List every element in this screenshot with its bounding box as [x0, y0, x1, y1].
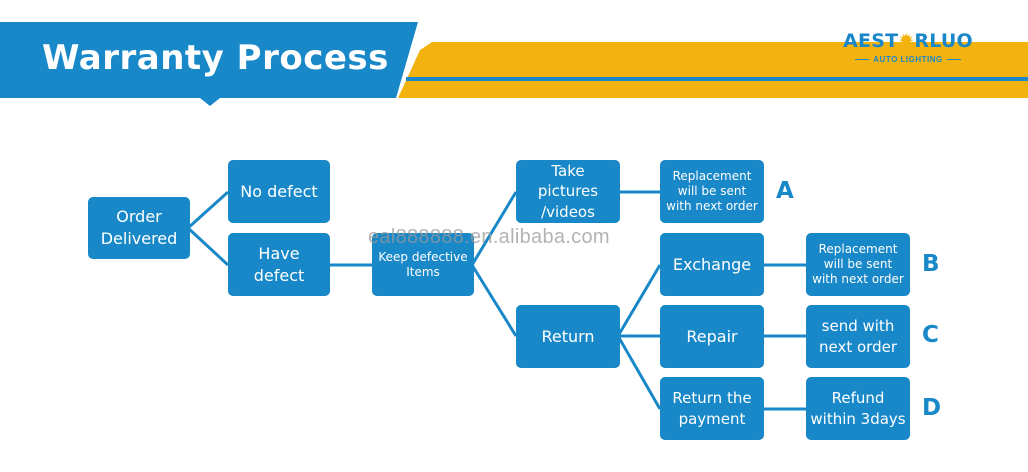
sun-icon: ✹	[898, 30, 915, 52]
node-return-payment: Return the payment	[660, 377, 764, 440]
node-repair: Repair	[660, 305, 764, 368]
node-exchange: Exchange	[660, 233, 764, 296]
brand-logo: AEST✹RLUO AUTO LIGHTING	[843, 30, 973, 64]
page-title: Warranty Process	[42, 38, 389, 78]
node-send-next-order: send with next order	[806, 305, 910, 368]
outcome-letter-b: B	[922, 251, 940, 277]
watermark: eal888888.en.alibaba.com	[368, 226, 610, 248]
outcome-letter-a: A	[776, 178, 794, 204]
node-take-pictures: Take pictures /videos	[516, 160, 620, 223]
node-keep-defective-items: Keep defective Items	[372, 233, 474, 296]
node-refund: Refund within 3days	[806, 377, 910, 440]
node-replacement-b: Replacement will be sent with next order	[806, 233, 910, 296]
node-order-delivered: Order Delivered	[88, 197, 190, 259]
header-banner	[0, 22, 1028, 106]
outcome-letter-d: D	[922, 395, 942, 421]
logo-subtitle: AUTO LIGHTING	[873, 55, 943, 64]
node-return: Return	[516, 305, 620, 368]
node-have-defect: Have defect	[228, 233, 330, 296]
node-replacement-a: Replacement will be sent with next order	[660, 160, 764, 223]
outcome-letter-c: C	[922, 322, 939, 348]
node-no-defect: No defect	[228, 160, 330, 223]
